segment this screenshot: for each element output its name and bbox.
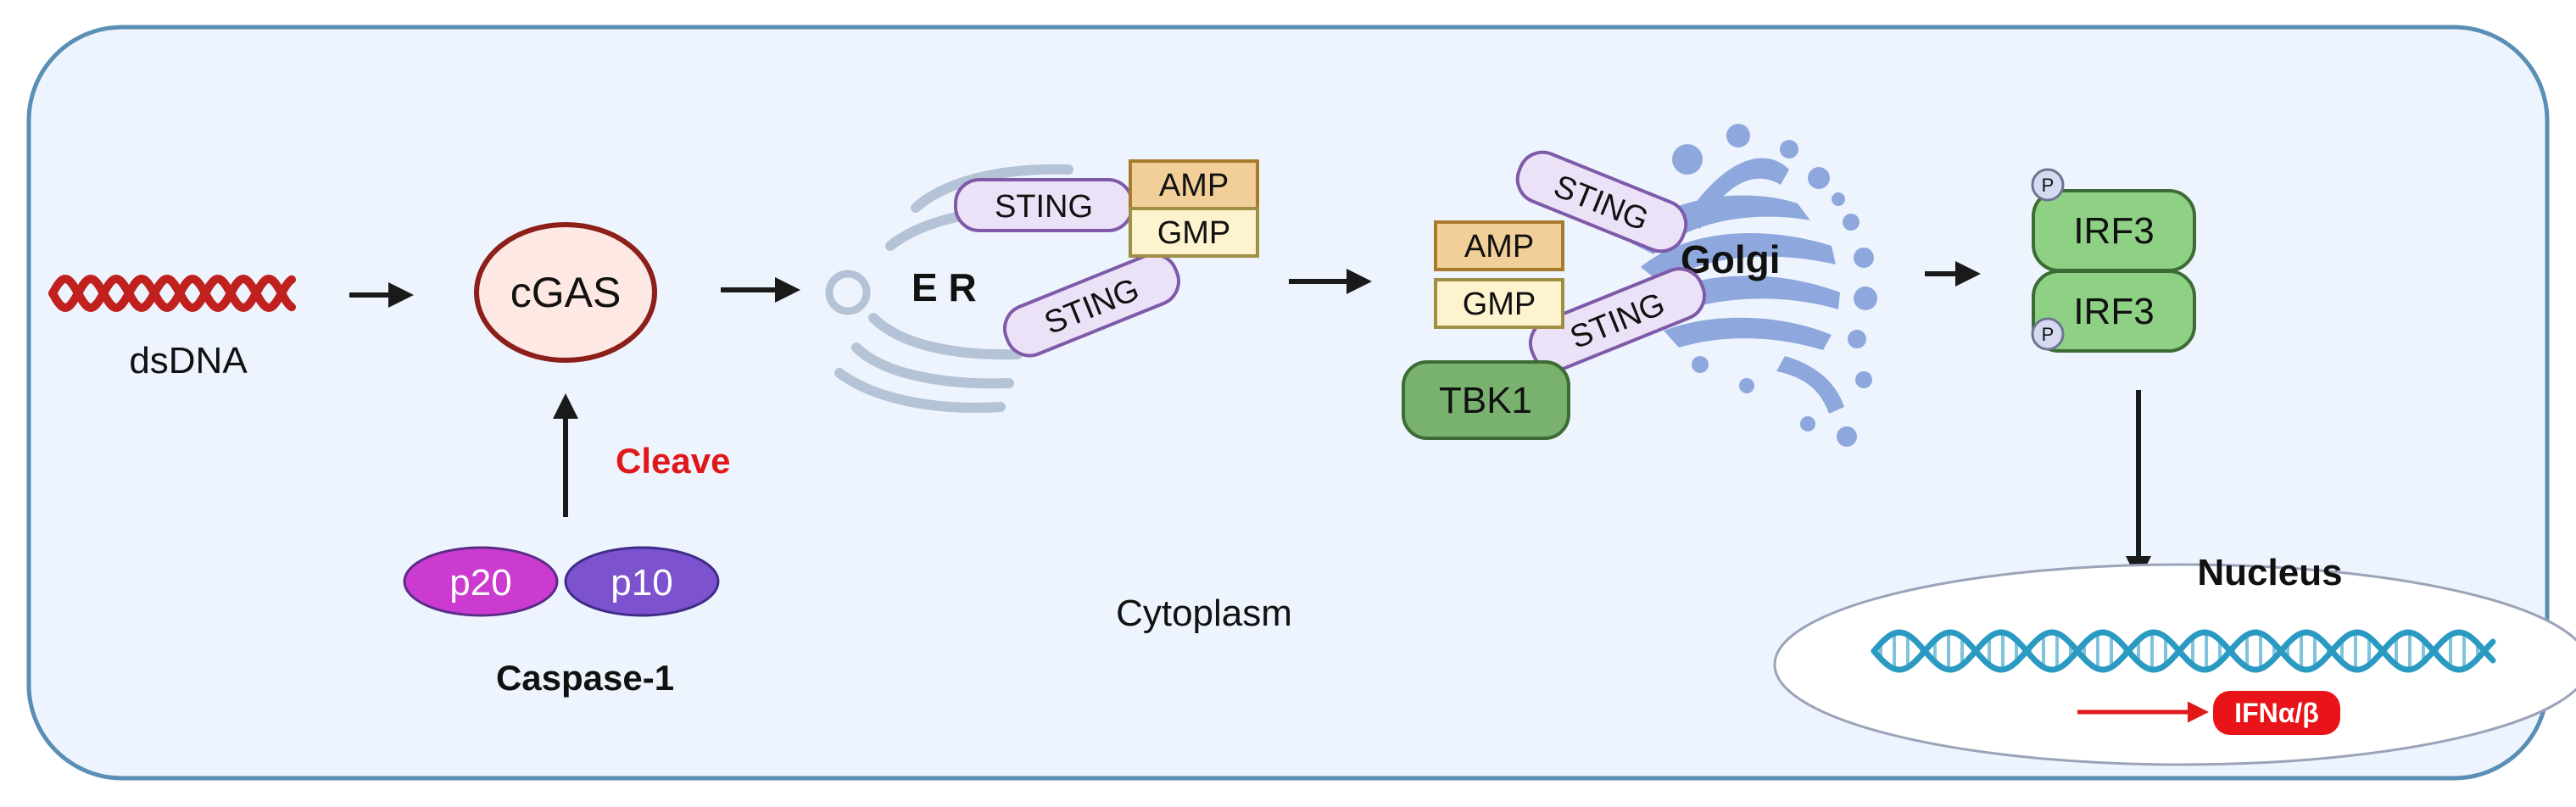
tbk1-kinase: TBK1	[1402, 360, 1570, 440]
p10-subunit	[564, 546, 720, 617]
cytoplasm-label: Cytoplasm	[1116, 593, 1292, 634]
irf3-dimer: IRF3 IRF3 P P	[2031, 168, 2196, 353]
gmp-label: GMP	[1157, 215, 1231, 251]
cgas-node: cGAS	[474, 222, 657, 363]
cgas-ellipse	[474, 222, 657, 363]
cgamp-er: AMP GMP	[1129, 159, 1259, 258]
ifn-label: IFNα/β	[2234, 698, 2319, 728]
irf3-label: IRF3	[2073, 210, 2154, 252]
gmp-label: GMP	[1463, 287, 1536, 322]
sting-label: STING	[995, 189, 1093, 225]
amp-box	[1434, 220, 1564, 271]
sting-protein-golgi-bottom: STING	[1529, 267, 1706, 372]
cgas-label: cGAS	[510, 269, 622, 316]
irf3-box-bottom	[2032, 270, 2196, 353]
dsdna-group: dsDNA	[48, 275, 296, 381]
tbk1-label: TBK1	[1439, 380, 1532, 421]
phosphate-icon	[2031, 168, 2065, 202]
gmp-box	[1434, 278, 1564, 329]
sting-protein-er-top: STING	[954, 178, 1134, 232]
gmp-box	[1129, 207, 1259, 258]
p20-label: p20	[449, 562, 511, 604]
caspase-1-label: Caspase-1	[496, 658, 674, 698]
caspase-1-complex: p20 p10 Caspase-1	[403, 546, 720, 698]
nucleus: Nucleus IFNα/β	[1773, 552, 2576, 766]
cleave-label: Cleave	[616, 441, 730, 481]
p20-subunit	[403, 546, 559, 617]
nucleus-label: Nucleus	[2197, 552, 2342, 593]
phosphate-label: P	[2042, 324, 2055, 345]
dsdna-label: dsDNA	[129, 340, 248, 381]
phosphate-icon	[2031, 317, 2065, 351]
er-label: E R	[912, 265, 977, 309]
amp-box	[1129, 159, 1259, 210]
golgi-label: Golgi	[1681, 237, 1781, 281]
dna-double-helix-icon	[1871, 629, 2496, 673]
nucleus-ellipse	[1773, 563, 2576, 766]
amp-label: AMP	[1464, 229, 1534, 264]
irf3-label: IRF3	[2073, 291, 2154, 332]
amp-label: AMP	[1159, 168, 1229, 203]
cgamp-golgi: AMP GMP	[1434, 220, 1564, 329]
ifn-alpha-beta-badge: IFNα/β	[2213, 691, 2340, 735]
dsdna-helix-icon	[48, 275, 296, 312]
p10-label: p10	[611, 562, 672, 604]
phosphate-label: P	[2042, 175, 2055, 196]
